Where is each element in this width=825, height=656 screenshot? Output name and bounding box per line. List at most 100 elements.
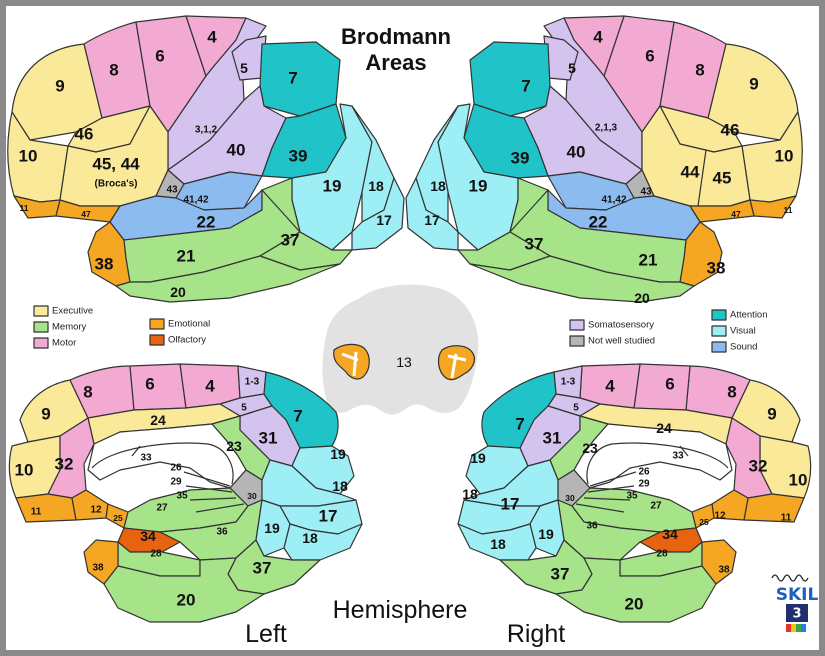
label-46: 46 [75, 125, 94, 144]
label-4: 4 [593, 28, 603, 47]
label-2-1-3: 2,1,3 [595, 123, 618, 134]
label-7: 7 [515, 415, 524, 434]
caption-hemisphere: Hemisphere [333, 596, 468, 624]
label-9: 9 [41, 405, 50, 424]
label-10: 10 [789, 471, 808, 490]
legend-label-memory: Memory [52, 322, 87, 333]
label-36: 36 [586, 521, 598, 532]
label-18a: 18 [462, 486, 478, 502]
label-19a: 19 [470, 450, 486, 466]
label-9: 9 [767, 405, 776, 424]
label-22: 22 [197, 213, 216, 232]
label-43: 43 [640, 187, 652, 198]
label-38: 38 [92, 563, 104, 574]
medial-right-labels: 1-3 4 6 8 5 7 9 24 31 23 33 32 10 26 29 … [462, 375, 807, 614]
label-35: 35 [626, 491, 638, 502]
logo-box [786, 604, 808, 622]
skil-logo: SKIL 3 [771, 574, 819, 632]
lateral-right-labels: 4 6 8 9 5 7 2,1,3 46 10 44 45 40 39 43 4… [424, 28, 793, 307]
label-27: 27 [156, 503, 168, 514]
medial-right-hemisphere [457, 363, 812, 623]
label-11: 11 [784, 205, 793, 215]
label-26: 26 [638, 467, 650, 478]
label-35: 35 [176, 491, 188, 502]
area-20-right [469, 255, 695, 303]
label-10: 10 [775, 147, 794, 166]
label-29: 29 [170, 477, 182, 488]
logo-bar-green [796, 624, 801, 632]
label-7: 7 [521, 77, 530, 96]
logo-wave [771, 574, 809, 582]
label-43: 43 [166, 185, 178, 196]
logo-bar-red [786, 624, 791, 632]
label-7: 7 [288, 69, 297, 88]
legend-label-sound: Sound [730, 342, 757, 353]
label-9: 9 [749, 75, 758, 94]
label-18: 18 [368, 178, 384, 194]
label-5: 5 [240, 60, 248, 76]
label-12: 12 [714, 511, 726, 522]
area-17-right [405, 177, 459, 251]
label-30: 30 [565, 493, 575, 503]
label-8: 8 [695, 61, 704, 80]
medial-left-hemisphere: 8 6 4 1-3 5 7 9 24 31 23 33 32 10 26 29 … [8, 363, 363, 623]
legend-swatch-memory [33, 321, 49, 333]
legend-swatch-visual [711, 325, 727, 337]
label-7: 7 [293, 407, 302, 426]
label-18: 18 [430, 178, 446, 194]
area-7-right [469, 41, 551, 117]
divider-44-45-right [697, 149, 707, 207]
label-23: 23 [582, 440, 598, 456]
legend-swatch-somatosensory [569, 319, 585, 331]
m-area-20-left [103, 557, 265, 623]
label-34: 34 [140, 528, 156, 544]
label-5: 5 [568, 60, 576, 76]
label-17: 17 [376, 212, 392, 228]
cingulate-outline-right [586, 442, 729, 485]
label-33: 33 [140, 453, 152, 464]
label-6: 6 [145, 375, 154, 394]
label-19: 19 [323, 177, 342, 196]
m-area-6-right [633, 363, 691, 411]
logo-sub: 3 [792, 607, 801, 622]
logo-text: SKIL [776, 585, 819, 605]
legend-swatch-not-well-studied [569, 335, 585, 347]
label-38: 38 [718, 565, 730, 576]
label-47: 47 [81, 209, 91, 219]
label-22: 22 [589, 213, 608, 232]
label-39: 39 [511, 149, 530, 168]
label-37: 37 [551, 565, 570, 584]
label-32: 32 [749, 457, 768, 476]
label-32: 32 [55, 455, 74, 474]
legend-label-visual: Visual [730, 326, 756, 337]
label-37: 37 [281, 231, 300, 250]
legend: Executive Memory Motor Emotional Olfacto… [33, 305, 768, 353]
label-21: 21 [177, 247, 196, 266]
label-17: 17 [424, 212, 440, 228]
label-6: 6 [155, 47, 164, 66]
legend-label-emotional: Emotional [168, 319, 210, 330]
caption-left: Left [245, 620, 287, 648]
legend-swatch-sound [711, 341, 727, 353]
cingulate-outline-left [91, 442, 234, 485]
legend-swatch-emotional [149, 318, 165, 330]
legend-label-somatosensory: Somatosensory [588, 320, 654, 331]
label-25: 25 [113, 513, 123, 523]
insula-right-white-stroke [447, 353, 467, 379]
label-25: 25 [699, 517, 709, 527]
label-23: 23 [226, 438, 242, 454]
label-10: 10 [15, 461, 34, 480]
legend-label-attention: Attention [730, 310, 768, 321]
label-8: 8 [83, 383, 92, 402]
legend-swatch-executive [33, 305, 49, 317]
label-3-1-2: 3,1,2 [195, 125, 218, 136]
label-broca: (Broca's) [95, 179, 138, 190]
lateral-right-hemisphere [405, 15, 803, 303]
m-area-6-left [129, 363, 187, 411]
label-47: 47 [731, 209, 741, 219]
label-11: 11 [31, 507, 42, 518]
label-8: 8 [727, 383, 736, 402]
label-44: 44 [681, 163, 700, 182]
title-line-2: Areas [365, 50, 426, 75]
